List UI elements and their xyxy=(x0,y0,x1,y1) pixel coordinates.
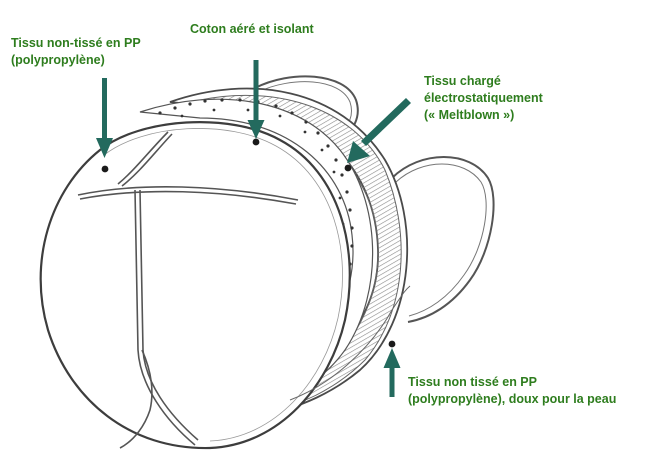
label-pp-outer-layer: Tissu non-tissé en PP (polypropylène) xyxy=(11,35,141,69)
arrow-meltblown xyxy=(347,98,411,163)
ear-loop-right-inner xyxy=(395,163,487,317)
label-pp-inner-line2: (polypropylène), doux pour la peau xyxy=(408,392,617,406)
ear-loop-right xyxy=(391,156,495,323)
arrow-cotton xyxy=(247,60,265,139)
label-cotton-line1: Coton aéré et isolant xyxy=(190,22,314,36)
label-cotton-layer: Coton aéré et isolant xyxy=(190,21,314,38)
label-meltblown-line1: Tissu chargé xyxy=(424,74,501,88)
meltblown-layer xyxy=(199,94,402,403)
label-pp-inner-line1: Tissu non tissé en PP xyxy=(408,375,537,389)
pointer-dots xyxy=(101,138,396,348)
label-meltblown-line3: (« Meltblown ») xyxy=(424,108,515,122)
label-meltblown-layer: Tissu chargé électrostatiquement (« Melt… xyxy=(424,73,543,124)
arrow-pp-outer xyxy=(96,78,113,158)
label-pp-outer-line2: (polypropylène) xyxy=(11,53,105,67)
label-meltblown-line2: électrostatiquement xyxy=(424,91,543,105)
mask-front-face xyxy=(39,121,351,450)
label-pp-outer-line1: Tissu non-tissé en PP xyxy=(11,36,141,50)
fold-lines xyxy=(77,131,299,449)
label-pp-inner-layer: Tissu non tissé en PP (polypropylène), d… xyxy=(408,374,616,408)
arrow-pp-inner xyxy=(383,348,401,397)
